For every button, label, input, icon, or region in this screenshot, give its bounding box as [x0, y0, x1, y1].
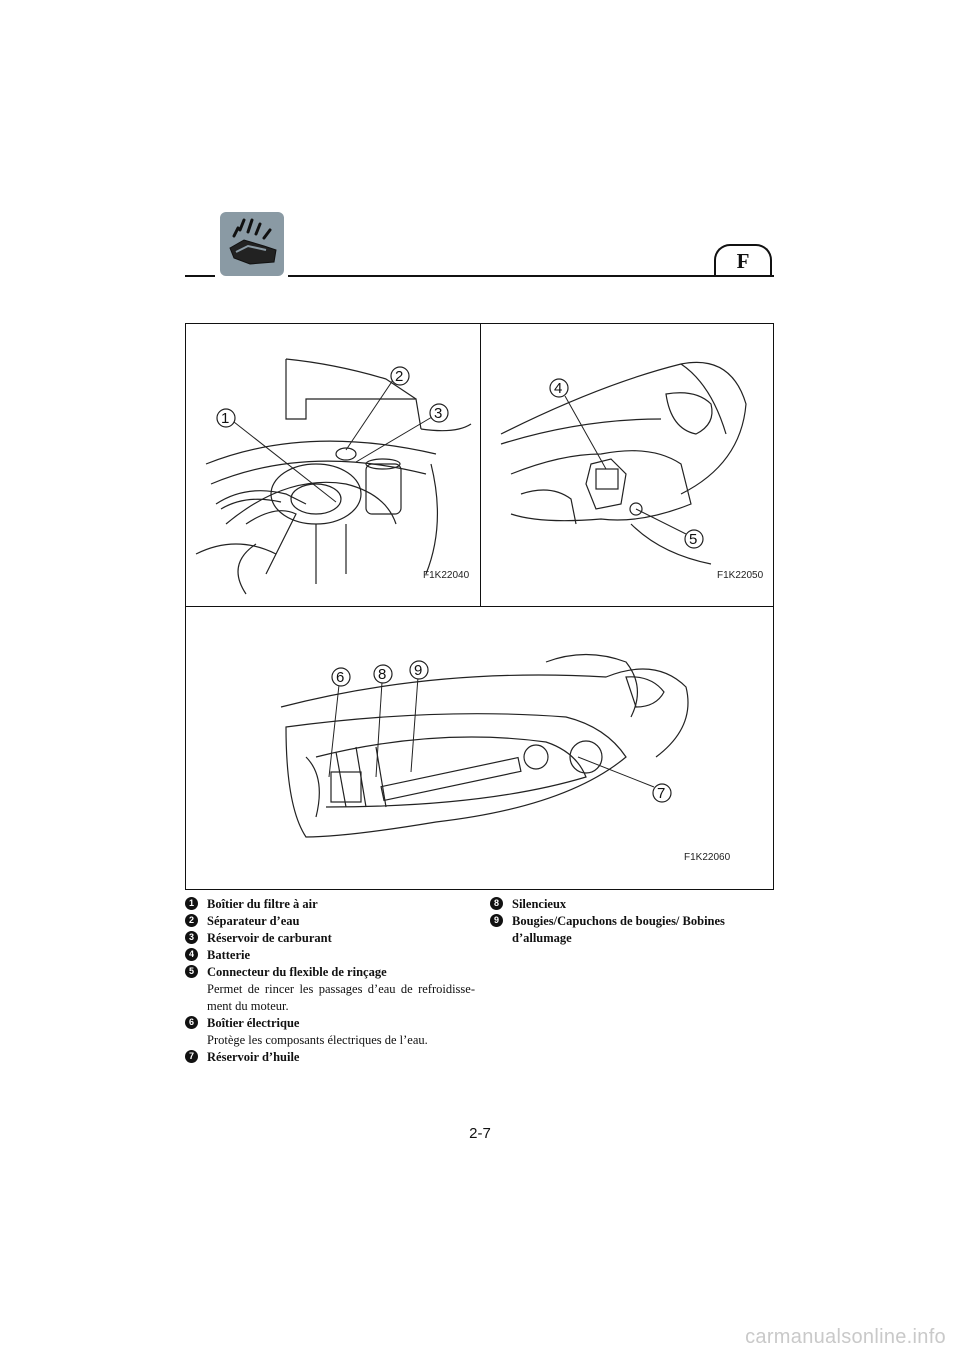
legend-item: 9 Bougies/Capuchons de bougies/ Bobines … [490, 913, 780, 947]
legend-item: 1 Boîtier du filtre à air [185, 896, 475, 913]
callout-3: 3 [434, 405, 442, 422]
illustration-engine-bay: 6 8 9 7 F1K22060 [186, 607, 773, 889]
callout-2: 2 [395, 368, 403, 385]
legend-title: Connecteur du flexible de rinçage [207, 965, 387, 979]
legend-title: Réservoir de carburant [207, 931, 332, 945]
legend-title: Réservoir d’huile [207, 1050, 300, 1064]
callout-1: 1 [221, 410, 229, 427]
legend-title: Boîtier électrique [207, 1016, 300, 1030]
legend-right-column: 8 Silencieux 9 Bougies/Capuchons de boug… [490, 896, 780, 947]
watermark-text: carmanualsonline.info [745, 1326, 946, 1348]
legend-title: Bougies/Capuchons de bougies/ Bobines d’… [512, 914, 725, 945]
legend-number: 4 [185, 948, 198, 961]
legend-description: Protège les composants électriques de l’… [207, 1033, 428, 1047]
legend-number: 6 [185, 1016, 198, 1029]
legend-number: 7 [185, 1050, 198, 1063]
legend-number: 1 [185, 897, 198, 910]
legend-title: Silencieux [512, 897, 567, 911]
legend-number: 2 [185, 914, 198, 927]
legend-number: 9 [490, 914, 503, 927]
jetski-chapter-icon [220, 212, 284, 276]
legend-item: 2 Séparateur d’eau [185, 913, 475, 930]
legend-left-column: 1 Boîtier du filtre à air 2 Séparateur d… [185, 896, 475, 1066]
callout-8: 8 [378, 666, 386, 683]
callout-4: 4 [554, 380, 562, 397]
legend-title: Séparateur d’eau [207, 914, 300, 928]
figure-frame: 1 2 3 F1K22040 4 5 F1K22050 [185, 323, 774, 890]
figure-code-3: F1K22060 [684, 852, 731, 863]
legend-title: Batterie [207, 948, 251, 962]
header-rule-right [288, 275, 774, 277]
callout-9: 9 [414, 662, 422, 679]
legend-number: 5 [185, 965, 198, 978]
legend-item: 7 Réservoir d’huile [185, 1049, 475, 1066]
page-number: 2-7 [469, 1125, 491, 1142]
illustration-air-filter: 1 2 3 F1K22040 [186, 324, 481, 607]
language-badge: F [714, 244, 772, 276]
figure-code-1: F1K22040 [423, 570, 470, 581]
header-rule-left [185, 275, 215, 277]
legend-item: 4 Batterie [185, 947, 475, 964]
legend-title: Boîtier du filtre à air [207, 897, 318, 911]
callout-5: 5 [689, 531, 697, 548]
legend-number: 3 [185, 931, 198, 944]
illustration-battery: 4 5 F1K22050 [481, 324, 773, 607]
callout-7: 7 [657, 785, 665, 802]
legend-item: 5 Connecteur du flexible de rinçage Perm… [185, 964, 475, 1015]
legend-item: 3 Réservoir de carburant [185, 930, 475, 947]
figure-code-2: F1K22050 [717, 570, 764, 581]
legend-item: 8 Silencieux [490, 896, 780, 913]
legend-number: 8 [490, 897, 503, 910]
callout-6: 6 [336, 669, 344, 686]
legend-item: 6 Boîtier électrique Protège les composa… [185, 1015, 475, 1049]
legend-description: Permet de rincer les passages d’eau de r… [207, 982, 475, 1013]
